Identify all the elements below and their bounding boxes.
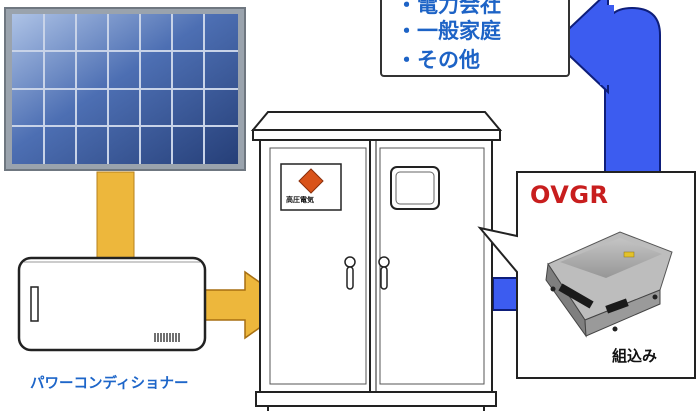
ovgr-relay-icon (545, 231, 673, 338)
destination-item-other: ・その他 (396, 48, 480, 72)
ovgr-caption: 組込み (612, 347, 658, 365)
ovgr-title: OVGR (530, 181, 609, 209)
power-conditioner-icon (17, 256, 207, 352)
destinations-box (380, 0, 570, 77)
destination-item-utility: ・電力会社 (396, 0, 501, 17)
power-conditioner-label: パワーコンディショナー (30, 376, 189, 392)
high-voltage-sign-label: 高圧電気 (286, 196, 314, 204)
dc-connector (96, 171, 135, 261)
solar-panel-icon (4, 7, 246, 171)
cubicle-cabinet-icon (250, 111, 503, 411)
destination-item-household: ・一般家庭 (396, 19, 501, 43)
